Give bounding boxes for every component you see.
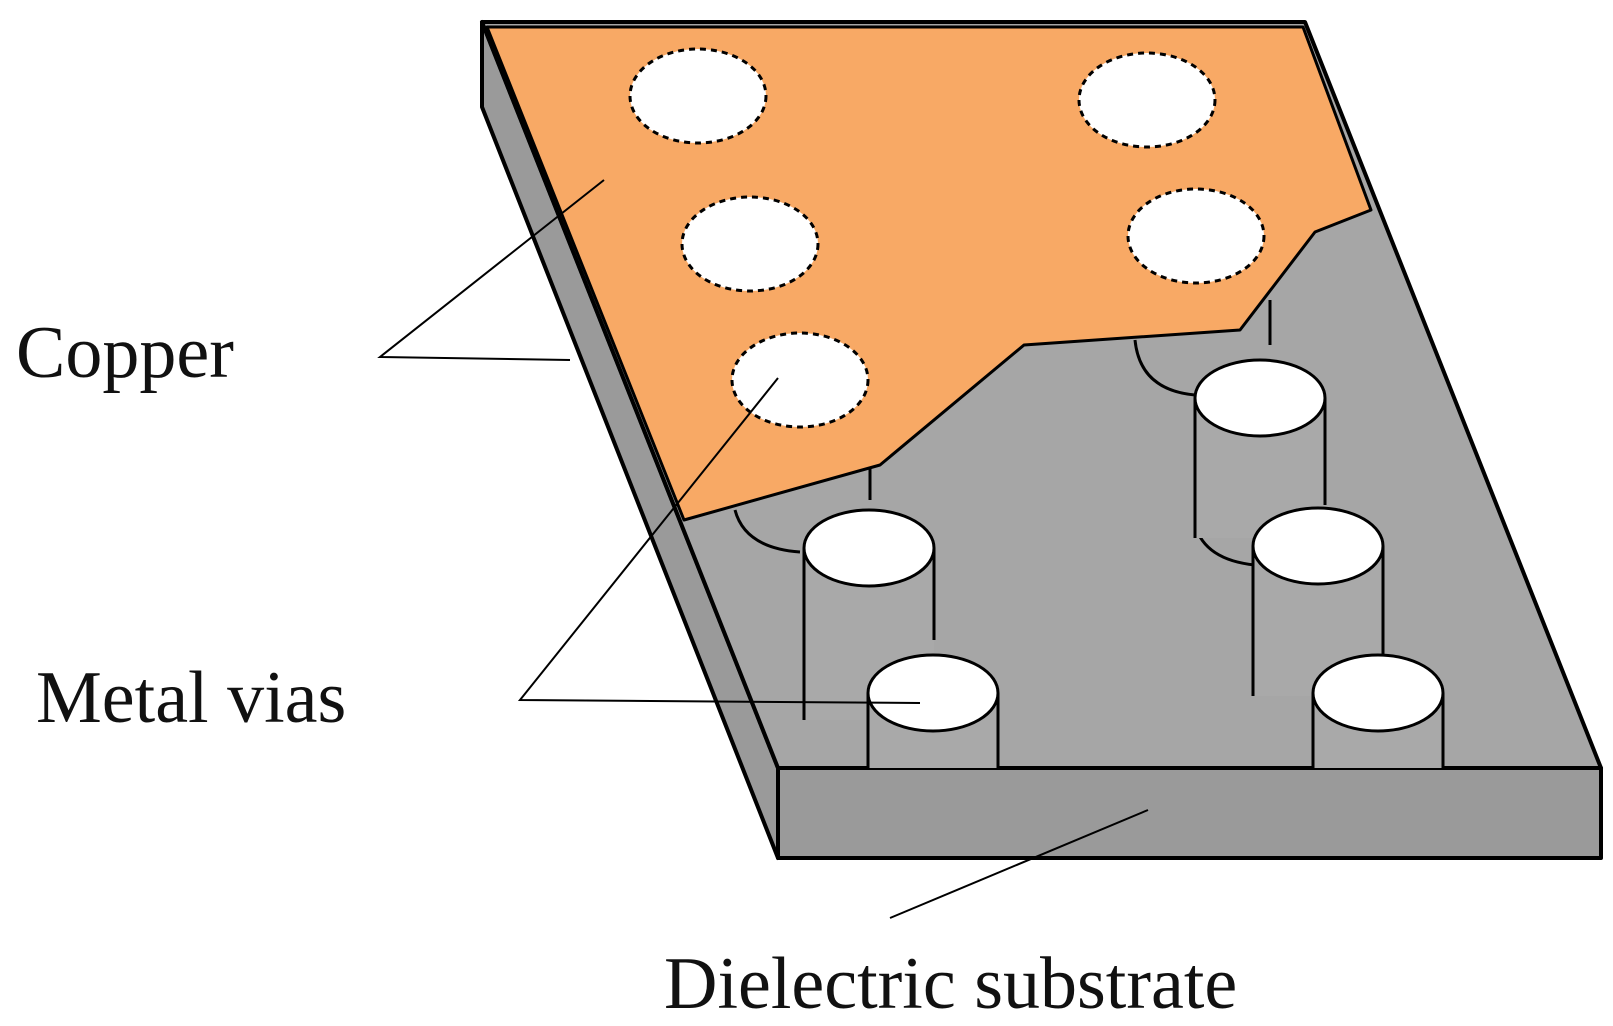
metal-vias-label: Metal vias [36,657,346,739]
via-left-lower [866,653,1000,768]
via-hole [680,195,820,293]
copper-via-holes [628,47,1266,429]
substrate-front-face [776,766,1603,860]
metal-vias [802,358,1445,768]
copper-leader [377,179,605,361]
via-hole [730,331,870,429]
via-hole [628,47,768,145]
vias-leader [517,377,921,704]
copper-layer [485,25,1373,522]
via-hole [1077,51,1217,149]
copper-label: Copper [16,312,234,394]
leader-lines [377,179,1149,919]
via-hole [1126,187,1266,285]
substrate-leader [889,809,1149,919]
dielectric-substrate-label: Dielectric substrate [664,943,1237,1025]
via-right-bottom [1311,653,1445,768]
